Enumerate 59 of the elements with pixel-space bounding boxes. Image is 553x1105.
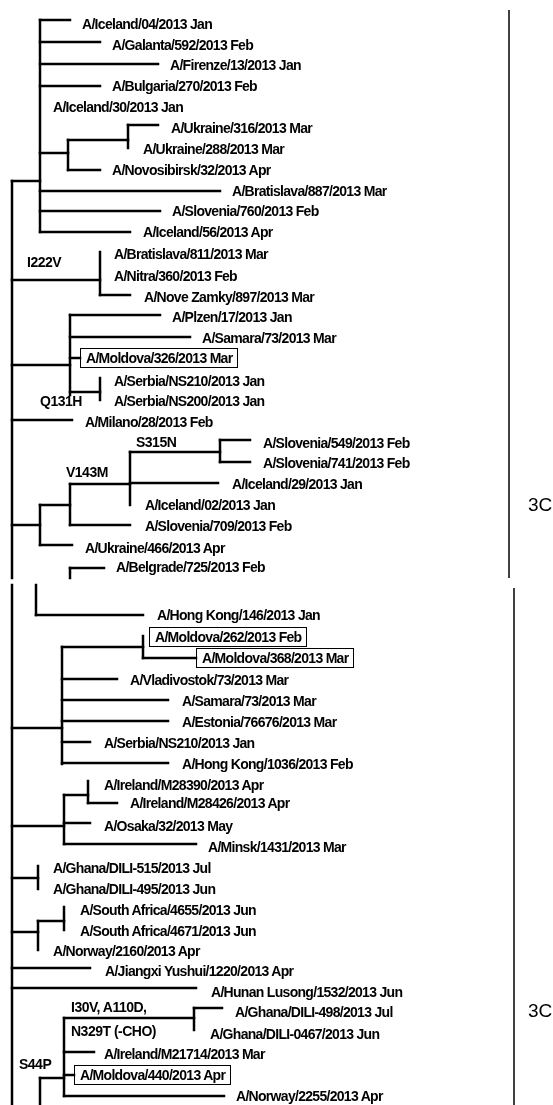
- strain-label: A/South Africa/4655/2013 Jun: [80, 902, 256, 918]
- strain-label: A/South Africa/4671/2013 Jun: [80, 923, 256, 939]
- strain-label: A/Slovenia/549/2013 Feb: [263, 435, 410, 451]
- strain-label: A/Galanta/592/2013 Feb: [112, 37, 253, 53]
- strain-label: A/Serbia/NS200/2013 Jan: [114, 393, 265, 409]
- strain-label: A/Ghana/DILI-495/2013 Jun: [53, 881, 216, 897]
- strain-label: A/Slovenia/709/2013 Feb: [145, 518, 292, 534]
- strain-label: A/Plzen/17/2013 Jan: [172, 309, 292, 325]
- strain-label: A/Jiangxi Yushui/1220/2013 Apr: [105, 963, 294, 979]
- clade-label: 3C: [528, 494, 553, 516]
- mutation-label: I30V, A110D, N329T (-CHO): [71, 998, 157, 1041]
- mutation-label: V143M: [66, 464, 108, 480]
- strain-label: A/Bulgaria/270/2013 Feb: [112, 78, 257, 94]
- strain-label: A/Samara/73/2013 Mar: [182, 693, 316, 709]
- strain-label: A/Ukraine/288/2013 Mar: [143, 141, 285, 157]
- strain-label: A/Vladivostok/73/2013 Mar: [130, 672, 289, 688]
- mutation-label: S315N: [136, 434, 177, 450]
- strain-label: A/Iceland/02/2013 Jan: [145, 497, 276, 513]
- strain-label: A/Iceland/04/2013 Jan: [82, 16, 213, 32]
- boxed-strain-label: A/Moldova/440/2013 Apr: [74, 1065, 232, 1085]
- strain-label: A/Nitra/360/2013 Feb: [114, 268, 237, 284]
- strain-label: A/Slovenia/760/2013 Feb: [172, 203, 319, 219]
- strain-label: A/Ghana/DILI-498/2013 Jul: [235, 1004, 393, 1020]
- strain-label: A/Ireland/M28390/2013 Apr: [104, 777, 264, 793]
- boxed-strain-label: A/Moldova/368/2013 Mar: [196, 648, 355, 668]
- mutation-label: I222V: [27, 254, 62, 270]
- strain-label: A/Ireland/M28426/2013 Apr: [130, 795, 290, 811]
- strain-label: A/Bratislava/887/2013 Mar: [232, 183, 387, 199]
- strain-label: A/Iceland/56/2013 Apr: [143, 224, 273, 240]
- clade-label: 3C: [528, 1000, 553, 1022]
- strain-label: A/Estonia/76676/2013 Mar: [182, 714, 337, 730]
- strain-label: A/Osaka/32/2013 May: [104, 818, 233, 834]
- strain-label: A/Iceland/29/2013 Jan: [232, 476, 363, 492]
- strain-label: A/Nove Zamky/897/2013 Mar: [144, 289, 315, 305]
- strain-label: A/Norway/2255/2013 Apr: [236, 1088, 383, 1104]
- strain-label: A/Hunan Lusong/1532/2013 Jun: [211, 984, 403, 1000]
- strain-label: A/Ireland/M21714/2013 Mar: [104, 1046, 265, 1062]
- strain-label: A/Ukraine/466/2013 Apr: [85, 540, 225, 556]
- strain-label: A/Norway/2160/2013 Apr: [53, 943, 200, 959]
- strain-label: A/Iceland/30/2013 Jan: [53, 99, 184, 115]
- strain-label: A/Milano/28/2013 Feb: [85, 414, 213, 430]
- mutation-label: S44P: [19, 1056, 52, 1072]
- strain-label: A/Novosibirsk/32/2013 Apr: [112, 162, 271, 178]
- strain-label: A/Ghana/DILI-515/2013 Jul: [53, 860, 211, 876]
- strain-label: A/Firenze/13/2013 Jan: [170, 57, 301, 73]
- strain-label: A/Samara/73/2013 Mar: [202, 330, 336, 346]
- strain-label: A/Bratislava/811/2013 Mar: [114, 246, 268, 262]
- boxed-strain-label: A/Moldova/262/2013 Feb: [149, 627, 308, 647]
- mutation-label: Q131H: [40, 393, 82, 409]
- strain-label: A/Serbia/NS210/2013 Jan: [104, 735, 255, 751]
- boxed-strain-label: A/Moldova/326/2013 Mar: [80, 348, 239, 368]
- strain-label: A/Hong Kong/146/2013 Jan: [157, 607, 320, 623]
- strain-label: A/Slovenia/741/2013 Feb: [263, 455, 410, 471]
- strain-label: A/Hong Kong/1036/2013 Feb: [182, 756, 353, 772]
- strain-label: A/Serbia/NS210/2013 Jan: [114, 373, 265, 389]
- strain-label: A/Ukraine/316/2013 Mar: [171, 120, 313, 136]
- strain-label: A/Ghana/DILI-0467/2013 Jun: [210, 1026, 380, 1042]
- strain-label: A/Belgrade/725/2013 Feb: [116, 559, 265, 575]
- strain-label: A/Minsk/1431/2013 Mar: [208, 839, 346, 855]
